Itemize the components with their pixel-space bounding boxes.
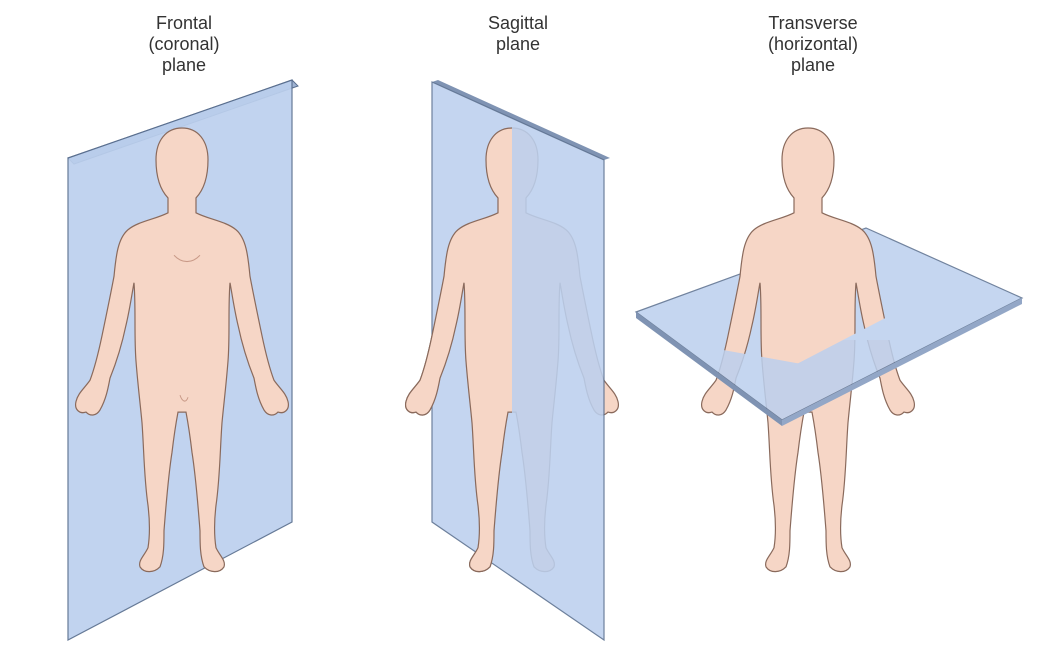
sagittal-plane-group	[406, 80, 619, 640]
frontal-plane-group	[68, 80, 298, 640]
transverse-plane-group	[636, 128, 1022, 572]
sagittal-plane-surface	[432, 82, 604, 640]
